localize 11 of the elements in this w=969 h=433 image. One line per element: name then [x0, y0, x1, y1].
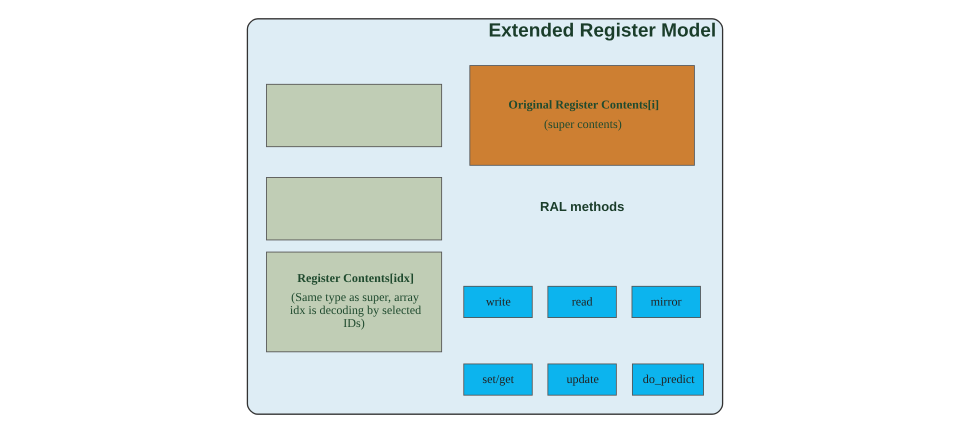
- node-box: read: [546, 286, 616, 318]
- node-box: update: [546, 363, 616, 396]
- node-box: Register Contents[idx] (Same type as super, array idx is decoding by selected IDs): [266, 252, 442, 352]
- node-box: mirror: [631, 286, 700, 318]
- node-box: [266, 84, 442, 148]
- node-box: set/get: [462, 363, 532, 396]
- node-box: do_predict: [631, 363, 704, 396]
- node-box: Original Register Contents[i] (super contents): [468, 65, 694, 166]
- label: RAL methods: [540, 198, 624, 214]
- node-box: write: [462, 286, 532, 318]
- node-box: [266, 177, 442, 240]
